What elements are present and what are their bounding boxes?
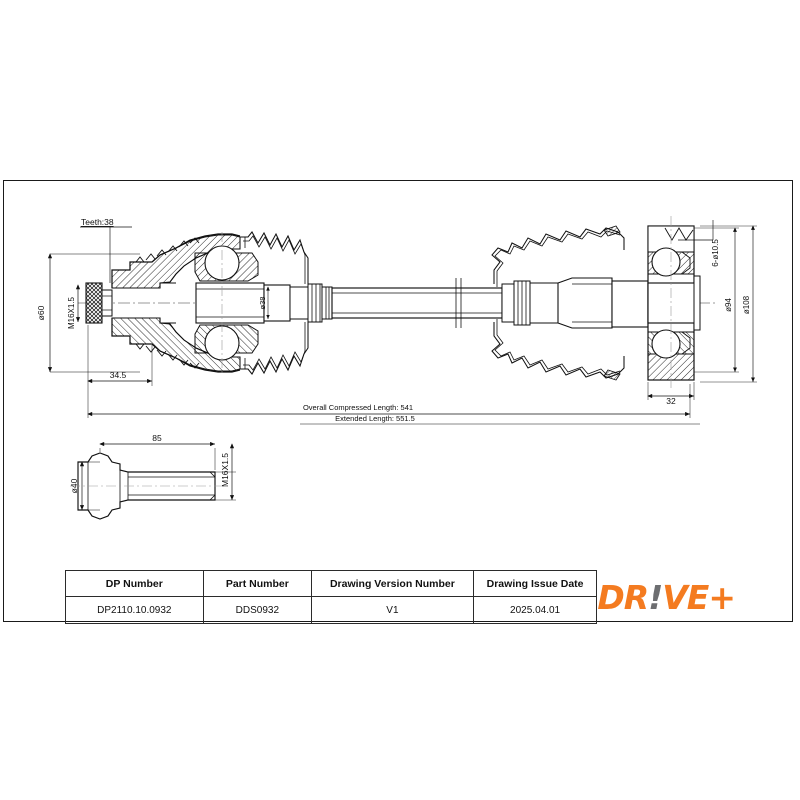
header-part-number: Part Number — [202, 570, 313, 597]
label-extended-length: Extended Length: 551.5 — [335, 414, 415, 423]
left-cv-joint-internals — [194, 232, 291, 374]
dim-overall-length — [87, 384, 691, 418]
label-dia38: ø38 — [258, 297, 267, 310]
value-dp-number: DP2110.10.0932 — [65, 596, 204, 624]
brand-logo-cell: DR!VE+ — [597, 571, 736, 624]
dim-dia108 — [700, 225, 757, 383]
left-cv-boot — [240, 231, 309, 375]
label-dia108: ø108 — [742, 295, 751, 314]
label-34-5: 34.5 — [110, 370, 127, 380]
label-bolt-head-dia: ø40 — [69, 478, 79, 493]
label-teeth: Teeth:38 — [81, 217, 114, 227]
label-thread-left: M16X1.5 — [67, 296, 76, 329]
dim-32 — [647, 382, 695, 400]
label-holes: 6-ø10.5 — [711, 239, 720, 267]
label-dia60: ø60 — [36, 305, 46, 320]
right-cv-boot — [491, 225, 625, 381]
header-drawing-issue-date: Drawing Issue Date — [472, 570, 598, 597]
label-bolt-length: 85 — [152, 433, 162, 443]
right-wheel-bearing-hub — [647, 216, 701, 390]
label-32: 32 — [666, 396, 676, 406]
label-bolt-thread: M16X1.5 — [220, 453, 230, 487]
drive-plus-logo: DR!VE+ — [597, 577, 736, 617]
dim-bolt-head-dia40 — [79, 461, 100, 511]
dim-34-5 — [87, 325, 153, 386]
leader-teeth38 — [80, 226, 132, 283]
logo-text-ve-plus: VE+ — [662, 577, 736, 617]
bolt-detail-view — [70, 452, 228, 520]
label-dia94: ø94 — [724, 298, 733, 312]
main-shaft-bar — [331, 278, 503, 328]
dim-dia94 — [694, 227, 739, 373]
shaft-splined-section — [289, 283, 333, 323]
dim-bolt-length-85 — [99, 441, 216, 470]
label-overall-compressed: Overall Compressed Length: 541 — [303, 403, 413, 412]
value-drawing-issue-date: 2025.04.01 — [472, 596, 598, 624]
dim-dia60 — [47, 253, 140, 373]
title-block-table: DP Number Part Number Drawing Version Nu… — [65, 570, 736, 624]
value-drawing-version-number: V1 — [311, 596, 474, 624]
header-drawing-version-number: Drawing Version Number — [311, 570, 474, 597]
title-block-value-row: DP2110.10.0932 DDS0932 V1 2025.04.01 — [65, 596, 736, 624]
dim-bolt-thread — [215, 443, 236, 501]
leader-6-dia10-5 — [678, 220, 714, 241]
value-part-number: DDS0932 — [202, 596, 313, 624]
logo-text-dr: DR — [597, 577, 649, 617]
right-shaft-splines — [501, 277, 649, 329]
title-block-header-row: DP Number Part Number Drawing Version Nu… — [65, 570, 736, 614]
header-dp-number: DP Number — [65, 570, 204, 597]
logo-exclamation-icon: ! — [648, 577, 663, 617]
